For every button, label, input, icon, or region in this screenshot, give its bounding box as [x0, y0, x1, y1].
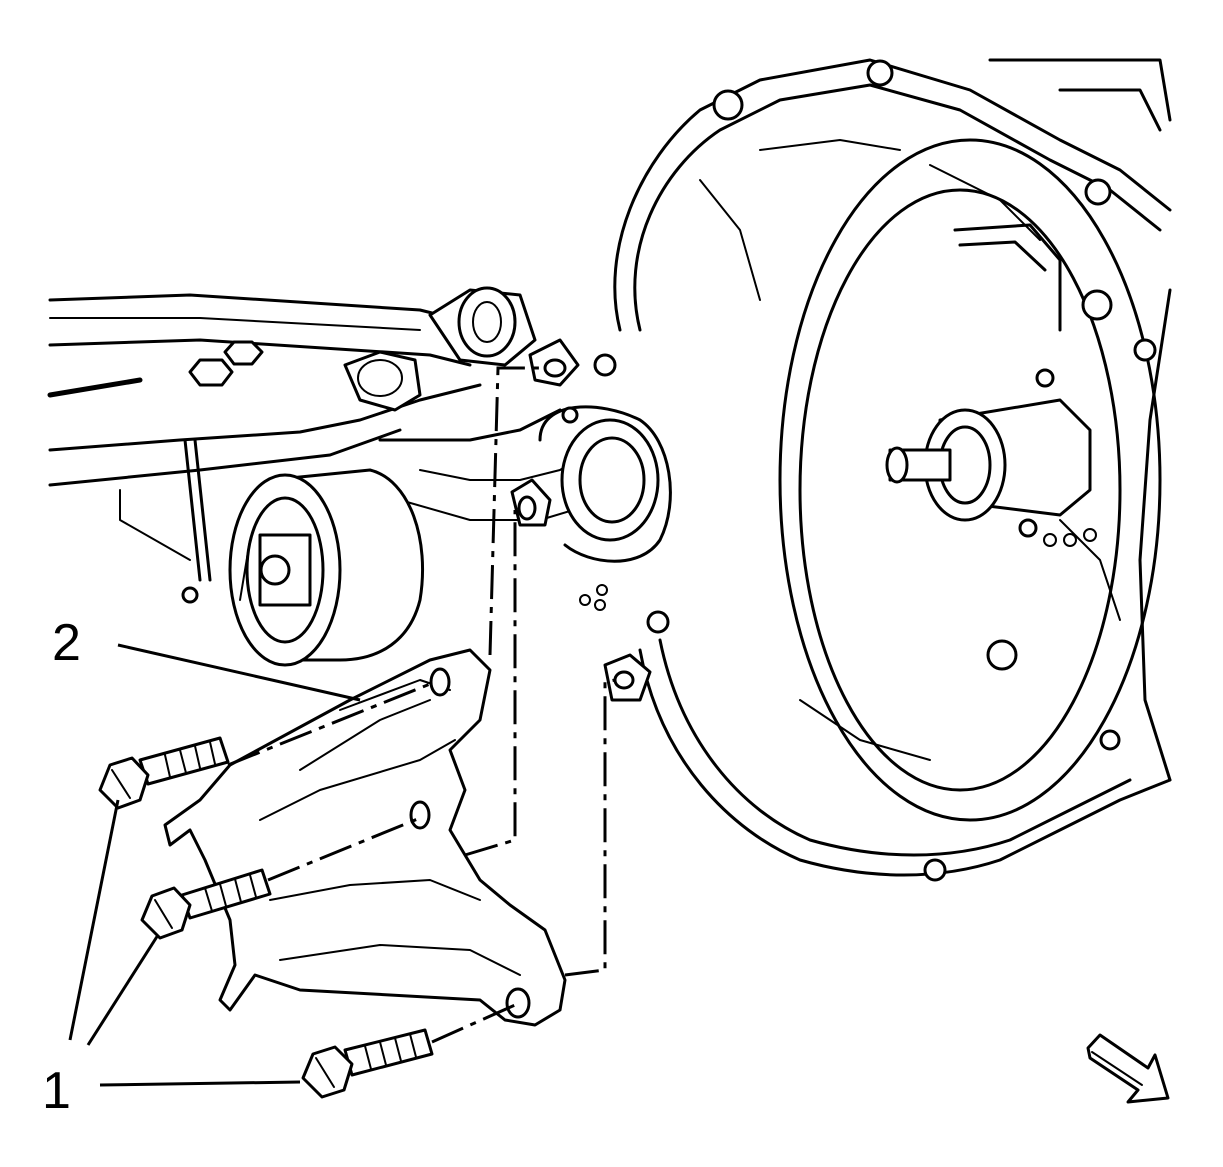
transmission-mount-bosses: [510, 338, 652, 702]
alignment-lines: [227, 366, 616, 1044]
axle-seal: [538, 405, 672, 611]
callout-bracket-label: 2: [52, 614, 81, 672]
engine-mount-bushing: [228, 468, 425, 667]
control-arm-bushing: [343, 286, 537, 412]
mount-bolt: [98, 736, 230, 810]
callout-leaders: [68, 643, 361, 1087]
mount-bolt: [301, 1028, 434, 1099]
transmission-mount-bracket: [163, 648, 567, 1027]
mount-bolt: [140, 868, 272, 940]
front-direction-arrow-icon: [1086, 1033, 1170, 1104]
transmission-housing: [593, 58, 1172, 882]
callout-bolts-label: 1: [42, 1062, 71, 1120]
subframe: [47, 293, 601, 604]
subframe-nut: [188, 340, 264, 387]
